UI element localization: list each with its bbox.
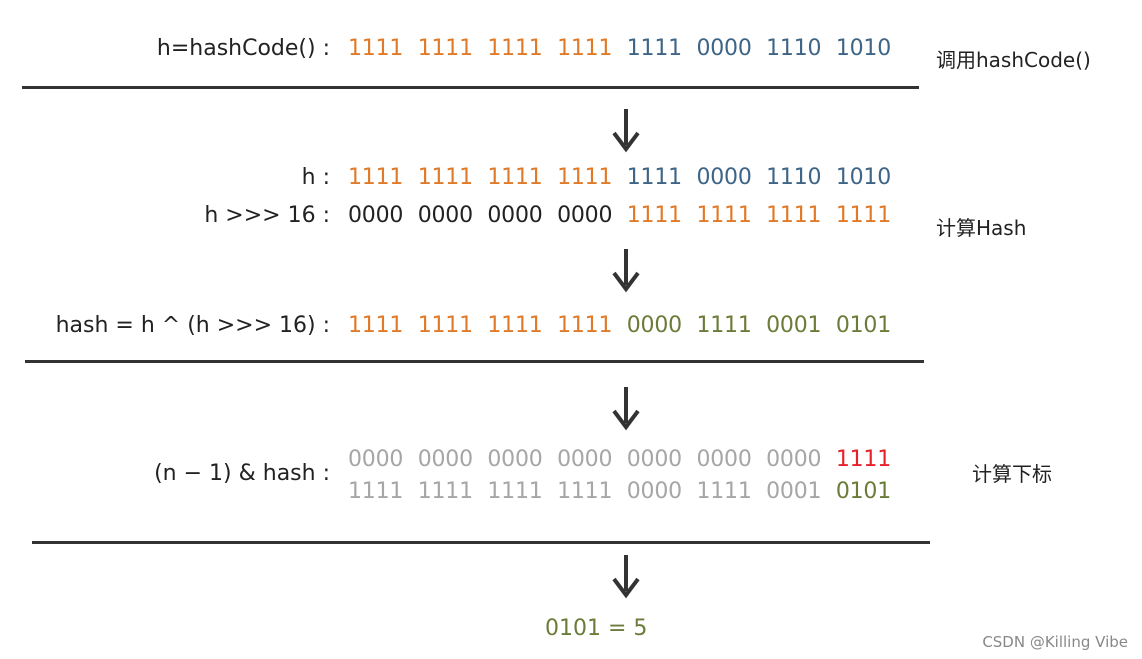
bits-row: 0000 0000 0000 0000 0000 0000 0000 1111 [348, 447, 906, 472]
bit-group: 1110 [766, 165, 822, 190]
bit-group: 1111 [348, 313, 404, 338]
bit-group: 0101 [835, 479, 892, 504]
bit-group: 1111 [626, 36, 682, 61]
bit-group: 0000 [348, 447, 404, 472]
bit-group: 1111 [348, 165, 404, 190]
bit-group: 1111 [696, 313, 752, 338]
label-h-shift-16: h >>> 16 : [204, 203, 330, 228]
bit-group: 1010 [835, 36, 892, 61]
bit-group: 0000 [487, 447, 543, 472]
divider [25, 360, 924, 363]
bit-group: 1111 [557, 479, 613, 504]
bit-group: 0000 [766, 447, 822, 472]
label-hash-xor: hash = h ^ (h >>> 16) : [55, 313, 330, 338]
step-call-hashcode: 调用hashCode() [936, 48, 1091, 72]
bit-group: 1111 [557, 165, 613, 190]
bit-group: 0001 [766, 479, 822, 504]
result-value: 0101 = 5 [545, 616, 648, 641]
bit-group: 1111 [696, 203, 752, 228]
bit-group: 1111 [417, 313, 473, 338]
bit-group: 1111 [487, 313, 543, 338]
watermark: CSDN @Killing Vibe [982, 633, 1128, 651]
bit-group: 1111 [557, 36, 613, 61]
bit-group: 0000 [417, 447, 473, 472]
bit-group: 1111 [417, 36, 473, 61]
bit-group: 1111 [487, 479, 543, 504]
bit-group: 0000 [557, 203, 613, 228]
arrow-down-icon [612, 249, 640, 293]
bits-row: 1111 1111 1111 1111 1111 0000 1110 1010 [348, 165, 906, 190]
step-compute-index: 计算下标 [972, 462, 1052, 486]
bits-row: 0000 0000 0000 0000 1111 1111 1111 1111 [348, 203, 906, 228]
bit-group: 0000 [487, 203, 543, 228]
bit-group: 1111 [487, 36, 543, 61]
bit-group: 0000 [417, 203, 473, 228]
bit-group: 1111 [696, 479, 752, 504]
bit-group: 1111 [348, 36, 404, 61]
bit-group: 1111 [835, 203, 892, 228]
bits-row: 1111 1111 1111 1111 0000 1111 0001 0101 [348, 313, 906, 338]
arrow-down-icon [612, 387, 640, 431]
arrow-down-icon [612, 555, 640, 599]
bit-group: 1111 [626, 165, 682, 190]
bit-group: 0000 [696, 36, 752, 61]
bit-group: 0000 [557, 447, 613, 472]
bits-row: 1111 1111 1111 1111 0000 1111 0001 0101 [348, 479, 906, 504]
bit-group: 1111 [835, 447, 892, 472]
bit-group: 1111 [557, 313, 613, 338]
bit-group: 0000 [626, 313, 682, 338]
bit-group: 0000 [348, 203, 404, 228]
arrow-down-icon [612, 109, 640, 153]
step-compute-hash: 计算Hash [936, 216, 1027, 240]
bit-group: 0001 [766, 313, 822, 338]
bit-group: 1010 [835, 165, 892, 190]
bit-group: 1111 [348, 479, 404, 504]
bit-group: 0000 [696, 165, 752, 190]
bits-row: 1111 1111 1111 1111 1111 0000 1110 1010 [348, 36, 906, 61]
bit-group: 1111 [417, 165, 473, 190]
label-hashcode: h=hashCode() : [156, 36, 330, 61]
divider [22, 86, 919, 89]
bit-group: 0000 [626, 447, 682, 472]
bit-group: 1111 [766, 203, 822, 228]
bit-group: 1111 [487, 165, 543, 190]
divider [32, 541, 930, 544]
bit-group: 1111 [417, 479, 473, 504]
bit-group: 1111 [626, 203, 682, 228]
bit-group: 0000 [696, 447, 752, 472]
bit-group: 1110 [766, 36, 822, 61]
label-h: h : [301, 165, 330, 190]
bit-group: 0101 [835, 313, 892, 338]
label-index-and: (n − 1) & hash : [154, 461, 330, 486]
bit-group: 0000 [626, 479, 682, 504]
